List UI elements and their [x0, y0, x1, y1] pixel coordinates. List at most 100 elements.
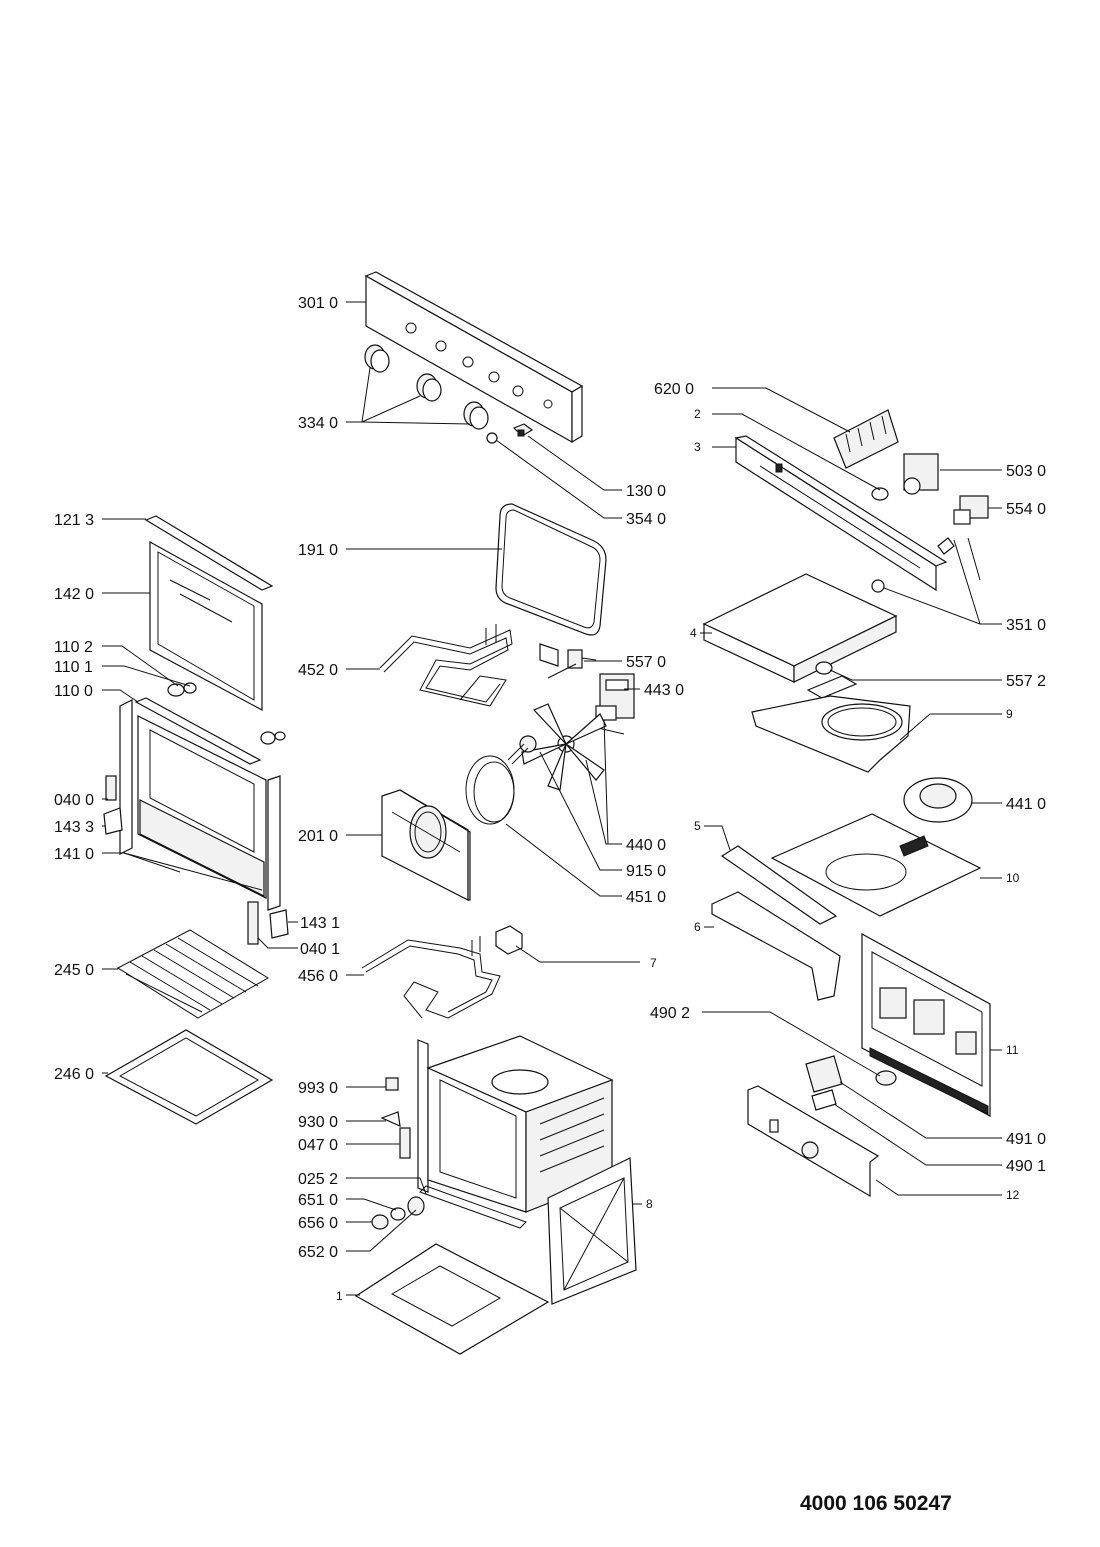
label-110-1: 110 1	[54, 659, 93, 676]
label-040-0: 040 0	[54, 792, 94, 809]
label-334-0: 334 0	[298, 415, 338, 432]
label-047-0: 047 0	[298, 1137, 338, 1154]
label-441-0: 441 0	[1006, 796, 1046, 813]
part-control-bracket-3	[734, 435, 948, 592]
label-8: 8	[646, 1197, 653, 1211]
part-outer-glass	[149, 540, 263, 712]
label-143-1: 143 1	[300, 915, 340, 932]
part-back-panel-8	[547, 1157, 637, 1305]
part-cooling-fan	[903, 777, 973, 823]
part-timer	[903, 453, 939, 495]
part-fan-motor	[595, 673, 635, 735]
part-bottom-plate-1	[354, 1243, 550, 1355]
part-control-board-12	[747, 1085, 880, 1198]
label-354-0: 354 0	[626, 511, 666, 528]
label-451-0: 451 0	[626, 889, 666, 906]
part-4902	[875, 1070, 897, 1086]
part-labels: 301 0 334 0 130 0 354 0 191 0 452 0 557 …	[54, 295, 1046, 1303]
part-hinges	[103, 775, 289, 945]
document-number: 4000 106 50247	[800, 1492, 952, 1515]
label-915-0: 915 0	[626, 863, 666, 880]
label-10: 10	[1006, 871, 1020, 885]
part-fan-blade	[519, 703, 607, 791]
part-thermostat-557	[539, 643, 597, 679]
part-washers	[167, 682, 286, 745]
label-191-0: 191 0	[298, 542, 338, 559]
part-inner-door	[119, 699, 281, 911]
label-245-0: 245 0	[54, 962, 94, 979]
part-351	[871, 579, 885, 593]
part-indicator-354	[486, 432, 498, 444]
label-110-0: 110 0	[54, 683, 93, 700]
label-201-0: 201 0	[298, 828, 338, 845]
label-557-2: 557 2	[1006, 673, 1046, 690]
part-top-plate-10	[770, 813, 982, 917]
label-554-0: 554 0	[1006, 501, 1046, 518]
label-9: 9	[1006, 707, 1013, 721]
label-5: 5	[694, 819, 701, 833]
part-switch-130	[512, 423, 534, 437]
label-930-0: 930 0	[298, 1114, 338, 1131]
label-651-0: 651 0	[298, 1192, 338, 1209]
part-circular-element	[465, 743, 529, 825]
label-656-0: 656 0	[298, 1215, 338, 1232]
part-4901	[811, 1089, 837, 1111]
label-4: 4	[690, 626, 697, 640]
part-bushing-2	[871, 487, 889, 501]
part-thermostat-5572	[806, 661, 858, 699]
label-040-1: 040 1	[300, 941, 340, 958]
label-11: 11	[1006, 1043, 1019, 1057]
label-1: 1	[336, 1289, 343, 1303]
part-door-trim	[144, 515, 274, 591]
label-351-0: 351 0	[1006, 617, 1046, 634]
part-side-bracket-6	[711, 891, 841, 1001]
label-503-0: 503 0	[1006, 463, 1046, 480]
label-443-0: 443 0	[644, 682, 684, 699]
label-491-0: 491 0	[1006, 1131, 1046, 1148]
part-bottom-element	[361, 936, 501, 1019]
label-2: 2	[694, 407, 701, 421]
part-fan-cover	[381, 789, 471, 901]
label-620-0: 620 0	[654, 381, 694, 398]
label-440-0: 440 0	[626, 837, 666, 854]
part-bracket-7	[495, 925, 523, 955]
label-130-0: 130 0	[626, 483, 666, 500]
label-652-0: 652 0	[298, 1244, 338, 1261]
label-142-0: 142 0	[54, 586, 94, 603]
label-141-0: 141 0	[54, 846, 94, 863]
part-small-center	[371, 1077, 425, 1230]
label-490-1: 490 1	[1006, 1158, 1046, 1175]
label-3: 3	[694, 440, 701, 454]
part-491	[805, 1055, 843, 1093]
label-301-0: 301 0	[298, 295, 338, 312]
label-993-0: 993 0	[298, 1080, 338, 1097]
part-control-panel	[364, 271, 584, 444]
label-557-0: 557 0	[626, 654, 666, 671]
part-fan-duct-9	[751, 695, 911, 773]
label-143-3: 143 3	[54, 819, 94, 836]
label-456-0: 456 0	[298, 968, 338, 985]
part-electronics-box-4	[702, 573, 898, 683]
part-oven-rack	[116, 929, 269, 1019]
label-246-0: 246 0	[54, 1066, 94, 1083]
label-110-2: 110 2	[54, 639, 93, 656]
part-inner-trim	[134, 697, 262, 765]
part-top-element	[379, 624, 513, 707]
part-rail-5	[720, 845, 838, 925]
label-490-2: 490 2	[650, 1005, 690, 1022]
part-switch-554	[937, 495, 989, 581]
part-drip-tray	[104, 1029, 274, 1125]
label-6: 6	[694, 920, 701, 934]
label-12: 12	[1006, 1188, 1020, 1202]
part-terminal-block	[833, 409, 899, 469]
label-452-0: 452 0	[298, 662, 338, 679]
label-025-2: 025 2	[298, 1171, 338, 1188]
label-121-3: 121 3	[54, 512, 94, 529]
part-door-gasket	[495, 503, 607, 636]
part-knobs	[364, 344, 489, 430]
part-back-wall-11	[861, 932, 991, 1117]
label-7: 7	[650, 956, 657, 970]
leader-lines	[102, 301, 1002, 1296]
